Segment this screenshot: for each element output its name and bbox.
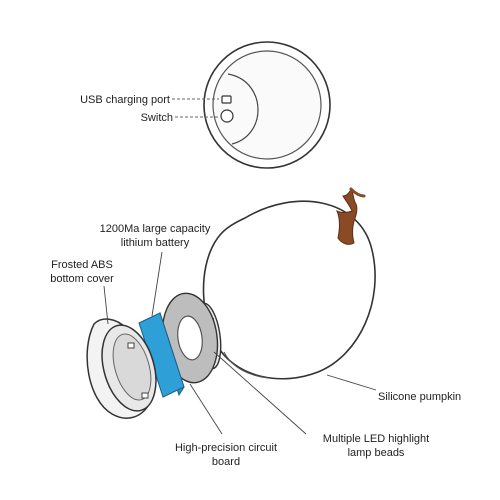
battery-label-line1: 1200Ma large capacity [100, 223, 211, 235]
pumpkin-label: Silicone pumpkin [378, 391, 461, 403]
cover-label-line2: bottom cover [50, 273, 114, 285]
circuit-leader [189, 383, 223, 435]
bottom-view-inner-ring [212, 50, 322, 160]
bottom-cover [86, 318, 157, 419]
cover-label-line1: Frosted ABS [51, 259, 113, 271]
grey-disc-hole [177, 315, 203, 361]
led-label-line2: lamp beads [348, 447, 405, 459]
battery-label-line2: lithium battery [121, 237, 190, 249]
usb-port-label: USB charging port [80, 94, 170, 106]
pumpkin-base-curve [223, 351, 269, 379]
bottom-view [203, 41, 331, 169]
battery-leader [151, 251, 163, 317]
usb-port-icon [221, 95, 232, 104]
bottom-cover-clip-1 [127, 342, 135, 349]
lithium-battery [138, 311, 185, 398]
pumpkin-stem-tip [349, 187, 366, 198]
grey-disc [161, 292, 219, 384]
switch-button-icon [220, 109, 234, 123]
control-panel-arc [227, 73, 259, 145]
led-label-line1: Multiple LED highlight [323, 433, 429, 445]
circuit-label-line1: High-precision circuit [175, 442, 277, 454]
bottom-cover-inner [112, 333, 152, 401]
circuit-label-line2: board [212, 456, 240, 468]
led-leader [213, 351, 307, 435]
bottom-cover-clip-2 [141, 392, 149, 399]
cover-leader [103, 285, 109, 325]
switch-label: Switch [141, 112, 173, 124]
pumpkin-leader [326, 374, 377, 391]
